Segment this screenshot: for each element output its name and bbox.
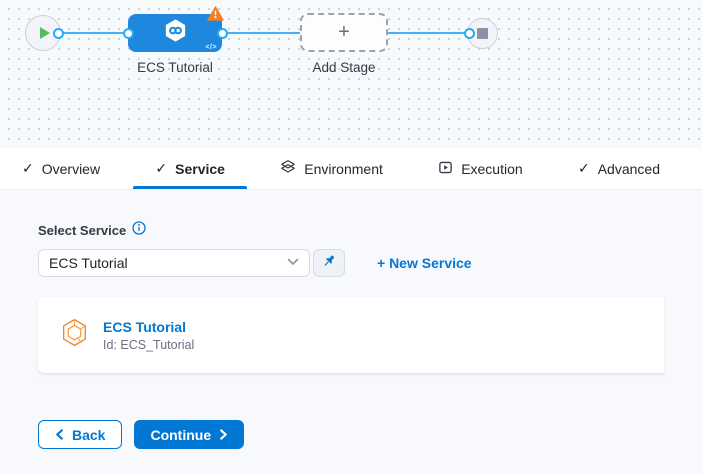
edge-stage-to-addstage bbox=[222, 32, 301, 34]
plus-icon: + bbox=[338, 21, 350, 43]
tab-overview[interactable]: ✓ Overview bbox=[18, 148, 104, 189]
edge-start-to-stage bbox=[59, 32, 129, 34]
info-icon[interactable] bbox=[132, 221, 146, 240]
checkmark-icon: ✓ bbox=[577, 160, 590, 176]
tab-advanced[interactable]: ✓ Advanced bbox=[574, 148, 664, 189]
tab-service[interactable]: ✓ Service bbox=[133, 148, 247, 189]
warning-icon bbox=[207, 6, 224, 26]
tab-label: Overview bbox=[41, 160, 101, 177]
tab-environment[interactable]: Environment bbox=[276, 148, 387, 189]
pipeline-canvas[interactable]: </> ECS Tutorial + Add Stage bbox=[0, 0, 702, 148]
tab-execution[interactable]: Execution bbox=[434, 148, 526, 189]
checkmark-icon: ✓ bbox=[155, 160, 168, 176]
service-card-id: Id: ECS_Tutorial bbox=[103, 338, 195, 352]
tab-label: Execution bbox=[461, 160, 523, 177]
play-icon bbox=[39, 27, 50, 39]
back-button-label: Back bbox=[72, 426, 106, 443]
service-card-title: ECS Tutorial bbox=[103, 319, 186, 335]
service-tab-content: Select Service ECS Tutorial bbox=[0, 190, 702, 449]
stage-node-label: ECS Tutorial bbox=[137, 60, 213, 75]
add-stage-label: Add Stage bbox=[312, 60, 376, 75]
edge-addstage-to-end bbox=[388, 32, 466, 34]
service-card[interactable]: ECS Tutorial Id: ECS_Tutorial bbox=[38, 297, 664, 373]
start-node-out-port[interactable] bbox=[53, 27, 64, 39]
tab-label: Advanced bbox=[597, 160, 660, 177]
pin-icon bbox=[321, 253, 337, 274]
checkmark-icon: ✓ bbox=[22, 160, 34, 176]
harness-pipeline-hexagon-icon bbox=[162, 17, 189, 49]
stage-node-ecs-tutorial[interactable]: </> bbox=[128, 6, 224, 52]
chevron-down-icon bbox=[287, 257, 299, 269]
chevron-right-icon bbox=[219, 427, 228, 443]
code-icon: </> bbox=[205, 44, 217, 51]
stage-tabbar: ✓ Overview ✓ Service Environment Executi… bbox=[0, 148, 702, 190]
stop-icon bbox=[477, 28, 488, 39]
add-stage-button[interactable]: + bbox=[300, 13, 388, 52]
service-select-dropdown[interactable]: ECS Tutorial bbox=[38, 249, 310, 277]
active-tab-underline bbox=[133, 186, 247, 189]
stage-node-in-port[interactable] bbox=[122, 27, 134, 39]
tab-label: Service bbox=[175, 160, 225, 177]
select-service-label: Select Service bbox=[38, 223, 127, 238]
pin-service-button[interactable] bbox=[313, 249, 345, 277]
service-select-value: ECS Tutorial bbox=[49, 255, 128, 271]
new-service-link[interactable]: + New Service bbox=[377, 255, 472, 271]
tab-label: Environment bbox=[304, 160, 383, 177]
stage-node-out-port[interactable] bbox=[216, 27, 228, 39]
chevron-left-icon bbox=[55, 427, 64, 443]
continue-button[interactable]: Continue bbox=[134, 420, 245, 449]
service-hexagon-icon bbox=[58, 316, 91, 354]
end-node-in-port[interactable] bbox=[464, 27, 475, 39]
environment-layers-icon bbox=[280, 159, 296, 178]
back-button[interactable]: Back bbox=[38, 420, 123, 449]
execution-play-icon bbox=[438, 160, 453, 178]
continue-button-label: Continue bbox=[150, 426, 212, 443]
